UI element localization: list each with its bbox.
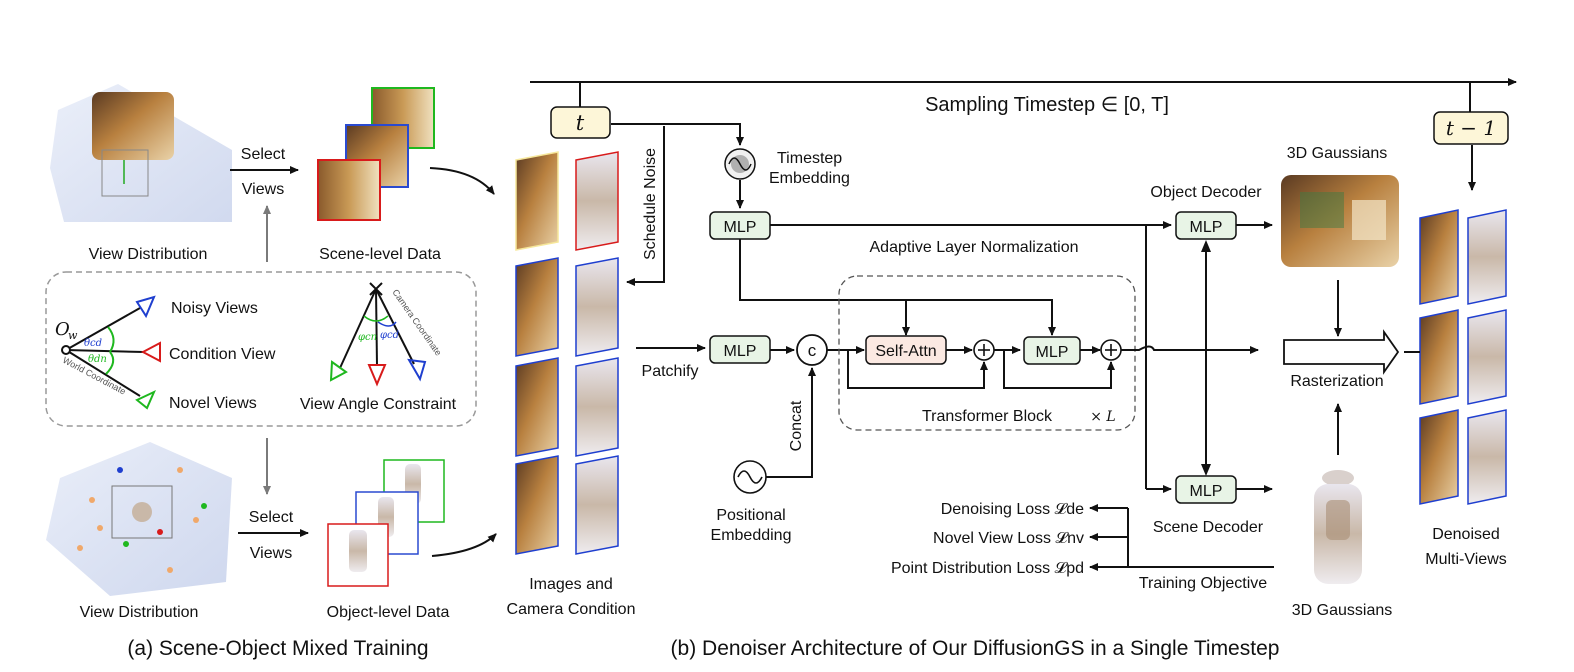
positional-embedding-icon (733, 460, 767, 494)
transformer-block-label: Transformer Block (922, 408, 1053, 425)
view-thumbnail (515, 357, 559, 457)
novel-camera-icon (329, 360, 348, 382)
views-bottom-label: Views (250, 545, 292, 562)
panel-b: Sampling Timestep ∈ [0, T] t t − 1 Sched… (507, 78, 1517, 660)
select-bottom-label: Select (249, 509, 294, 526)
object-level-data-stack (327, 459, 445, 587)
timestep-embedding-label-2: Embedding (769, 170, 850, 187)
scene-decoder-mlp-label: MLP (1190, 483, 1223, 500)
view-distribution-bottom-label: View Distribution (80, 604, 199, 621)
scene-level-data-label: Scene-level Data (319, 246, 441, 263)
timestep-mlp-label: MLP (724, 219, 757, 236)
noisy-view-camera-icon (135, 295, 156, 319)
view-thumbnail (575, 455, 619, 555)
denoised-label-2: Multi-Views (1425, 551, 1507, 568)
denoised-multi-views-grid (1419, 209, 1507, 505)
scene-data-arrow (429, 167, 495, 195)
denoising-loss-label: Denoising Loss 𝓛de (941, 501, 1084, 518)
scene-gaussians-image (1281, 175, 1399, 267)
images-camera-label-1: Images and (529, 576, 613, 593)
timestep-embedding-label-1: Timestep (777, 150, 842, 167)
select-top-label: Select (241, 146, 286, 163)
caption-a: (a) Scene-Object Mixed Training (127, 637, 428, 660)
view-thumbnail (1467, 209, 1507, 305)
angle-constraint-box (45, 271, 477, 427)
camera-coordinate-label: Camera Coordinate (390, 287, 443, 357)
caption-b: (b) Denoiser Architecture of Our Diffusi… (671, 637, 1280, 660)
rasterization-label: Rasterization (1290, 373, 1383, 390)
residual-add-node-2 (1100, 339, 1122, 361)
patchify-label: Patchify (642, 363, 699, 380)
noisy-views-label: Noisy Views (171, 300, 258, 317)
view-distribution-top-label: View Distribution (89, 246, 208, 263)
object-gaussians-image (1314, 470, 1362, 584)
concat-label: Concat (788, 400, 805, 451)
object-level-data-label: Object-level Data (327, 604, 450, 621)
view-thumbnail (515, 151, 559, 251)
view-thumbnail (1419, 309, 1459, 405)
view-thumbnail (575, 257, 619, 357)
gaussians-top-label: 3D Gaussians (1287, 145, 1388, 162)
images-camera-condition-grid (515, 151, 619, 555)
times-l-label: × L (1090, 409, 1115, 425)
object-decoder-label: Object Decoder (1150, 184, 1262, 201)
object-decoder-mlp-label: MLP (1190, 219, 1223, 236)
object-view-distribution-plot (46, 442, 232, 596)
positional-embedding-label-1: Positional (716, 507, 785, 524)
view-thumbnail (1419, 409, 1459, 505)
view-thumbnail (1467, 309, 1507, 405)
novel-view-loss-label: Novel View Loss 𝓛nv (933, 530, 1084, 547)
timestep-t-minus-1-label: t − 1 (1446, 116, 1496, 140)
novel-views-label: Novel Views (169, 395, 257, 412)
theta-cd-label: θcd (84, 338, 102, 349)
training-objective-label: Training Objective (1139, 575, 1267, 592)
scene-view-distribution-plot (50, 84, 232, 222)
transformer-block-container (838, 275, 1136, 431)
residual-add-node-1 (973, 339, 995, 361)
condition-camera-icon (367, 364, 387, 387)
view-thumbnail (515, 455, 559, 555)
denoised-label-1: Denoised (1432, 526, 1500, 543)
point-distribution-loss-label: Point Distribution Loss 𝓛pd (891, 560, 1084, 577)
ow-subscript: w (68, 329, 78, 342)
sampling-timestep-label: Sampling Timestep ∈ [0, T] (925, 94, 1169, 116)
views-top-label: Views (242, 181, 284, 198)
adaptive-layer-norm-label: Adaptive Layer Normalization (870, 239, 1079, 256)
camera-coordinate-diagram: φcn φcd Camera Coordinate (329, 282, 444, 387)
view-angle-constraint-label: View Angle Constraint (300, 396, 457, 413)
phi-cn-label: φcn (358, 332, 377, 343)
condition-view-camera-icon (140, 341, 161, 363)
ffn-mlp-label: MLP (1036, 344, 1069, 361)
concat-symbol: c (808, 341, 817, 360)
scene-decoder-label: Scene Decoder (1153, 519, 1264, 536)
self-attn-label: Self-Attn (875, 343, 936, 360)
view-thumbnail (1467, 409, 1507, 505)
scene-level-data-stack (317, 87, 435, 221)
phi-cd-label: φcd (380, 330, 399, 341)
world-coordinate-diagram: O w θcd θdn World Coordinate (55, 295, 161, 410)
novel-view-camera-icon (135, 389, 156, 410)
panel-a: View Distribution Select Views Scene-lev… (45, 84, 497, 660)
timestep-t-label: t (576, 111, 585, 135)
noisy-camera-icon (407, 358, 427, 382)
view-thumbnail (1419, 209, 1459, 305)
ow-symbol: O (55, 319, 70, 340)
timestep-t-box (550, 106, 611, 139)
schedule-noise-arrow (626, 126, 665, 286)
gaussians-bottom-label: 3D Gaussians (1292, 602, 1393, 619)
view-thumbnail (575, 151, 619, 251)
view-thumbnail (575, 357, 619, 457)
positional-embedding-label-2: Embedding (711, 527, 792, 544)
object-data-arrow (431, 533, 497, 557)
timestep-t-minus-1-box (1433, 111, 1509, 145)
images-camera-label-2: Camera Condition (507, 601, 636, 618)
schedule-noise-label: Schedule Noise (642, 148, 659, 260)
patch-mlp-label: MLP (724, 343, 757, 360)
condition-view-label: Condition View (169, 346, 276, 363)
rasterization-arrow (1283, 329, 1400, 375)
view-thumbnail (515, 257, 559, 357)
timestep-embedding-icon (724, 148, 756, 180)
theta-dn-label: θdn (88, 354, 107, 365)
